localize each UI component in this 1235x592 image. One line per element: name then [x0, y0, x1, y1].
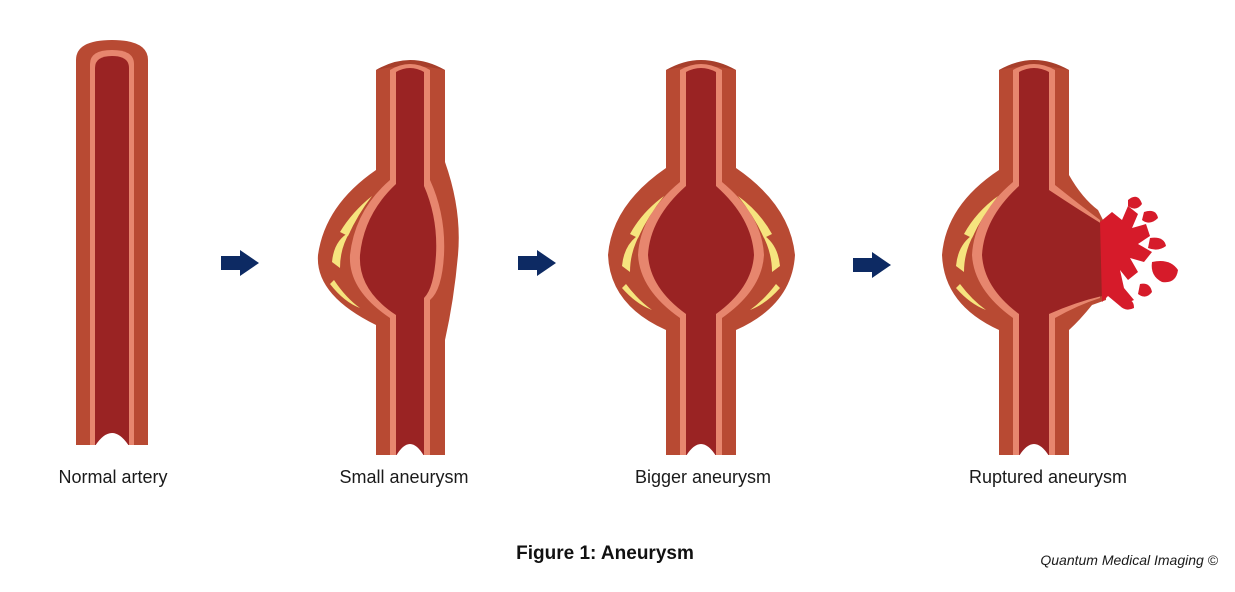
normal-artery-illustration: [76, 40, 148, 446]
artery-lumen: [95, 56, 129, 445]
stage-label-ruptured-aneurysm: Ruptured aneurysm: [968, 467, 1128, 487]
plaque-deposits: [622, 196, 780, 310]
plaque-deposits: [330, 196, 372, 308]
artery-opening: [1019, 444, 1049, 456]
artery-opening: [396, 444, 424, 456]
stage-label-normal-artery: Normal artery: [58, 467, 168, 487]
stage-label-small-aneurysm: Small aneurysm: [339, 467, 469, 487]
progression-arrow-3: [853, 252, 891, 278]
bigger-aneurysm-illustration: [608, 60, 795, 456]
progression-arrow-1: [221, 250, 259, 276]
figure-caption: Figure 1: Aneurysm: [516, 543, 694, 564]
stage-label-bigger-aneurysm: Bigger aneurysm: [634, 467, 772, 487]
progression-arrow-2: [518, 250, 556, 276]
plaque-deposits: [956, 196, 998, 310]
blood-splatter: [1100, 196, 1178, 310]
artery-opening: [95, 433, 129, 446]
artery-lumen: [982, 68, 1102, 455]
artery-lumen: [359, 68, 437, 455]
ruptured-aneurysm-illustration: [942, 60, 1178, 456]
copyright-notice: Quantum Medical Imaging ©: [1040, 552, 1218, 568]
artery-opening: [686, 444, 716, 456]
small-aneurysm-illustration: [317, 60, 459, 456]
artery-lumen: [648, 68, 754, 455]
